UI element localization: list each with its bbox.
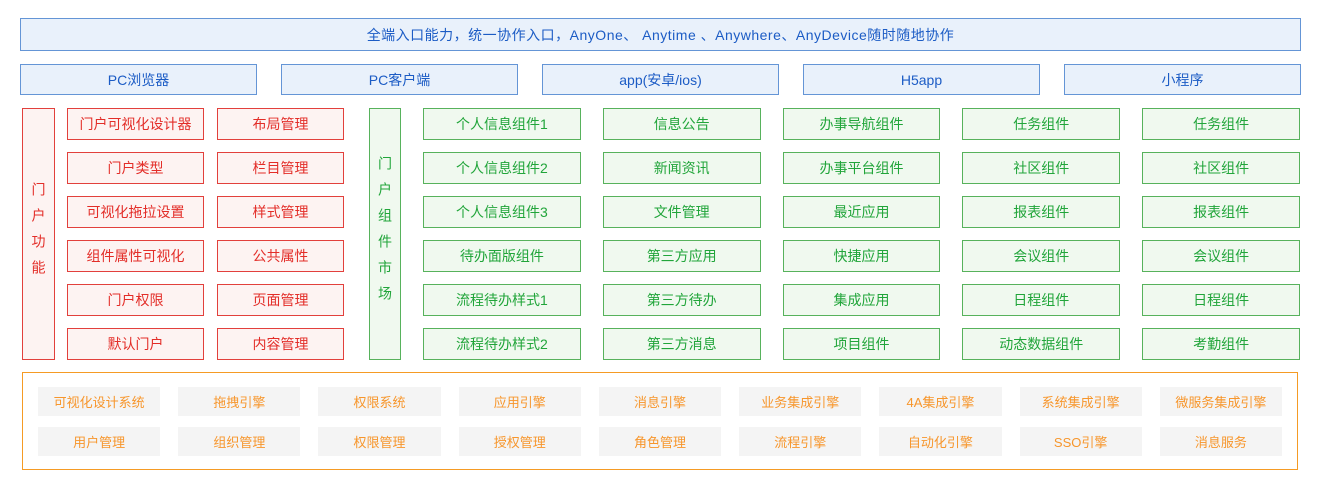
portal-functions-col-2: 布局管理栏目管理样式管理公共属性页面管理内容管理 [217,108,344,360]
portal-function-box: 默认门户 [67,328,204,360]
portal-function-box: 门户可视化设计器 [67,108,204,140]
top-banner: 全端入口能力，统一协作入口，AnyOne、 Anytime 、Anywhere、… [20,18,1301,51]
engine-box: 权限管理 [318,426,441,456]
component-box: 流程待办样式1 [423,284,581,316]
engine-box: 授权管理 [458,426,581,456]
engine-box: 角色管理 [598,426,722,456]
component-box: 社区组件 [962,152,1121,184]
component-col-1: 个人信息组件1 个人信息组件2 个人信息组件3 待办面版组件流程待办样式1 流程待办样式… [423,108,581,360]
component-box: 第三方待办 [602,284,761,316]
component-box: 会议组件 [1142,240,1300,272]
engine-box: 业务集成引擎 [739,386,862,416]
component-box: 个人信息组件1 [423,108,581,140]
component-box: 报表组件 [962,196,1121,228]
engine-box: 流程引擎 [739,426,862,456]
component-box: 考勤组件 [1142,328,1300,360]
portal-section: 门户功能 门户可视化设计器门户类型可视化拖拉设置组件属性可视化门户权限默认门户 … [22,108,1300,360]
portal-function-box: 样式管理 [217,196,344,228]
engine-box: SSO引擎 [1019,426,1142,456]
component-box: 集成应用 [782,284,941,316]
portal-function-box: 组件属性可视化 [67,240,204,272]
portal-function-box: 公共属性 [217,240,344,272]
component-col-2: 信息公告新闻资讯文件管理第三方应用第三方待办第三方消息 [602,108,761,360]
component-box: 个人信息组件2 [423,152,581,184]
engine-box: 权限系统 [318,386,441,416]
component-market-label: 门户组件市场 [377,156,393,312]
component-box: 文件管理 [602,196,761,228]
component-box: 流程待办样式2 [423,328,581,360]
device-box: 小程序 [1064,64,1301,95]
portal-functions-group: 门户功能 [22,108,55,360]
component-box: 社区组件 [1142,152,1300,184]
engine-box: 用户管理 [38,426,161,456]
portal-function-box: 可视化拖拉设置 [67,196,204,228]
component-col-4: 任务组件社区组件报表组件会议组件日程组件动态数据组件 [962,108,1121,360]
device-box: H5app [803,64,1040,95]
component-box: 日程组件 [1142,284,1300,316]
component-box: 新闻资讯 [602,152,761,184]
portal-function-box: 栏目管理 [217,152,344,184]
component-box: 个人信息组件3 [423,196,581,228]
component-box: 快捷应用 [782,240,941,272]
component-col-3: 办事导航组件办事平台组件最近应用快捷应用集成应用项目组件 [782,108,941,360]
component-box: 办事平台组件 [782,152,941,184]
component-box: 项目组件 [782,328,941,360]
component-box: 待办面版组件 [423,240,581,272]
component-box: 最近应用 [782,196,941,228]
portal-function-box: 门户权限 [67,284,204,316]
engine-box: 消息服务 [1159,426,1282,456]
engine-row-1: 可视化设计系统拖拽引擎权限系统应用引擎消息引擎业务集成引擎 4A集成引擎系统集成引… [38,386,1282,416]
portal-function-box: 页面管理 [217,284,344,316]
engine-box: 应用引擎 [458,386,581,416]
engine-row-2: 用户管理组织管理权限管理授权管理角色管理流程引擎自动化引擎 SSO引擎消息服务 [38,426,1282,456]
device-box: PC客户端 [281,64,518,95]
portal-function-box: 门户类型 [67,152,204,184]
portal-function-box: 内容管理 [217,328,344,360]
device-row: PC浏览器 PC客户端 app(安卓/ios) H5app 小程序 [20,64,1301,95]
component-box: 日程组件 [962,284,1121,316]
top-banner-text: 全端入口能力，统一协作入口，AnyOne、 Anytime 、Anywhere、… [366,26,955,43]
engine-box: 自动化引擎 [879,426,1002,456]
engine-box: 可视化设计系统 [38,386,161,416]
component-box: 报表组件 [1142,196,1300,228]
engine-box: 消息引擎 [598,386,722,416]
component-col-5: 任务组件社区组件报表组件会议组件日程组件考勤组件 [1142,108,1300,360]
device-box: app(安卓/ios) [542,64,779,95]
component-box: 任务组件 [1142,108,1300,140]
engine-box: 微服务集成引擎 [1159,386,1282,416]
component-box: 办事导航组件 [782,108,941,140]
component-market-group: 门户组件市场 [369,108,401,360]
portal-function-box: 布局管理 [217,108,344,140]
component-box: 动态数据组件 [962,328,1121,360]
component-box: 第三方应用 [602,240,761,272]
device-box: PC浏览器 [20,64,257,95]
component-box: 信息公告 [602,108,761,140]
engine-box: 拖拽引擎 [178,386,301,416]
engine-section: 可视化设计系统拖拽引擎权限系统应用引擎消息引擎业务集成引擎 4A集成引擎系统集成引… [22,372,1298,470]
component-box: 任务组件 [962,108,1121,140]
portal-functions-col-1: 门户可视化设计器门户类型可视化拖拉设置组件属性可视化门户权限默认门户 [67,108,204,360]
component-box: 会议组件 [962,240,1121,272]
engine-box: 组织管理 [178,426,301,456]
component-box: 第三方消息 [602,328,761,360]
portal-functions-label: 门户功能 [30,182,47,286]
engine-box: 系统集成引擎 [1019,386,1142,416]
engine-box: 4A集成引擎 [879,386,1002,416]
